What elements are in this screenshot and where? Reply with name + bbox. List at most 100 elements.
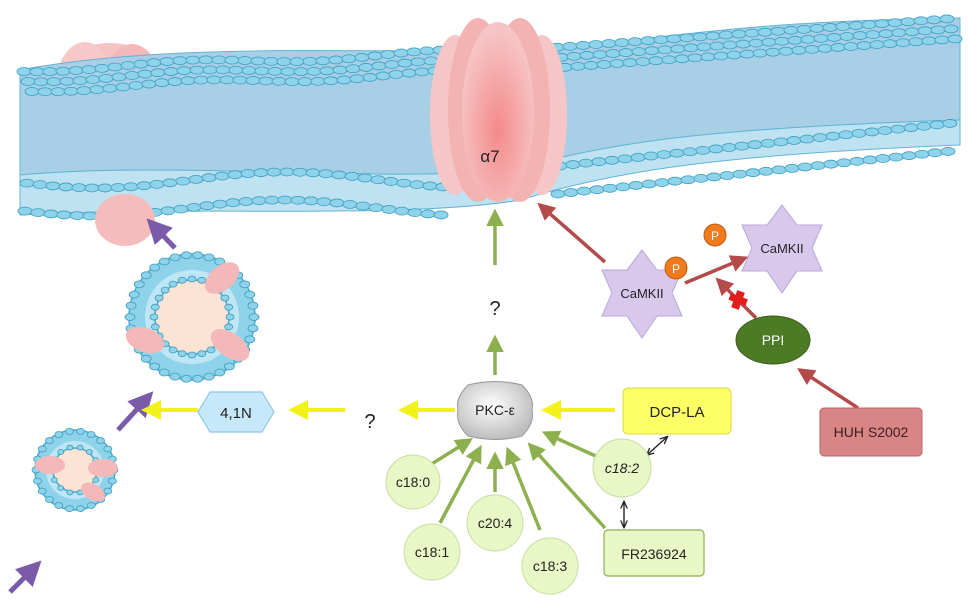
lipid-head bbox=[852, 31, 868, 40]
lipid-head bbox=[592, 50, 608, 59]
lipid-head bbox=[640, 36, 656, 46]
lipid-head bbox=[748, 38, 764, 48]
lipid-head bbox=[202, 65, 218, 75]
lipid-head bbox=[396, 178, 412, 188]
lipid-head bbox=[692, 32, 708, 42]
lipid-head bbox=[111, 72, 127, 82]
lipid-head bbox=[947, 34, 963, 44]
lipid-head bbox=[149, 362, 161, 371]
lipid-head bbox=[735, 39, 751, 49]
lipid-head bbox=[397, 58, 413, 68]
protein-41n-hexagon bbox=[197, 391, 275, 433]
lipid-head bbox=[901, 151, 917, 161]
red-arrow-camkii bbox=[537, 202, 607, 264]
lipid-head bbox=[225, 198, 241, 208]
lipid-head bbox=[713, 51, 729, 61]
lipid-head bbox=[271, 76, 287, 86]
lipid-head bbox=[757, 27, 773, 37]
lipid-head bbox=[159, 57, 175, 66]
lipid-head bbox=[303, 196, 319, 206]
lipid-head bbox=[657, 45, 673, 55]
lipid-head bbox=[50, 87, 66, 97]
lipid-head bbox=[316, 197, 332, 207]
lipid-head bbox=[641, 179, 657, 189]
fatty-acid-c18-3-label: c18:3 bbox=[533, 558, 567, 574]
lipid-head bbox=[890, 124, 906, 134]
lipid-head bbox=[177, 350, 187, 358]
lipid-head bbox=[149, 313, 159, 321]
lipid-head bbox=[244, 335, 256, 344]
lipid-head bbox=[799, 134, 815, 144]
lipid-head bbox=[903, 123, 919, 133]
lipid-head bbox=[189, 65, 205, 75]
green-arrow-c181 bbox=[438, 444, 482, 524]
lipid-head bbox=[407, 208, 423, 218]
lipid-head bbox=[43, 209, 59, 219]
lipid-head bbox=[86, 502, 96, 509]
lipid-head bbox=[297, 77, 313, 87]
lipid-head bbox=[375, 71, 391, 81]
lipid-head bbox=[215, 65, 231, 75]
lipid-head bbox=[46, 77, 62, 87]
lipid-head bbox=[420, 209, 436, 219]
lipid-head bbox=[186, 202, 202, 212]
lipid-head bbox=[245, 76, 261, 85]
lipid-head bbox=[414, 67, 430, 77]
lipid-head bbox=[329, 198, 345, 208]
lipid-head bbox=[835, 22, 851, 31]
lipid-head bbox=[251, 196, 267, 206]
lipid-head bbox=[168, 280, 178, 288]
lipid-head bbox=[258, 76, 274, 86]
lipid-head bbox=[98, 73, 114, 83]
purple-arrow-2 bbox=[116, 391, 154, 432]
lipid-head bbox=[279, 167, 295, 177]
lipid-head bbox=[679, 33, 695, 43]
lipid-head bbox=[838, 130, 854, 140]
lipid-head bbox=[861, 20, 877, 30]
lipid-head bbox=[700, 52, 716, 62]
lipid-head bbox=[37, 445, 47, 453]
lipid-head bbox=[630, 153, 646, 162]
lipid-head bbox=[150, 68, 166, 78]
lipid-head bbox=[123, 182, 139, 192]
lipid-head bbox=[76, 444, 84, 451]
lipid-head bbox=[173, 204, 189, 214]
lipid-head bbox=[900, 17, 916, 27]
lipid-head bbox=[731, 29, 747, 39]
lipid-head bbox=[791, 45, 807, 55]
lipid-head bbox=[250, 56, 266, 66]
lipid-head bbox=[341, 54, 357, 64]
lipid-head bbox=[332, 65, 348, 75]
lipid-head bbox=[674, 54, 690, 64]
lipid-head bbox=[563, 188, 579, 197]
fatty-acid-c18-2-label: c18:2 bbox=[605, 460, 639, 476]
lipid-head bbox=[302, 56, 318, 66]
lipid-head bbox=[71, 183, 87, 193]
lipid-head bbox=[57, 485, 65, 491]
lipid-head bbox=[709, 41, 725, 51]
lipid-head bbox=[680, 175, 696, 185]
lipid-head bbox=[410, 57, 426, 67]
question-mark-left: ? bbox=[364, 411, 375, 433]
lipid-head bbox=[277, 195, 293, 205]
lipid-head bbox=[29, 67, 45, 77]
lipid-head bbox=[124, 71, 140, 80]
lipid-head bbox=[388, 70, 404, 79]
lipid-head bbox=[693, 173, 709, 183]
fr236924-label: FR236924 bbox=[621, 546, 687, 562]
lipid-head bbox=[843, 42, 859, 51]
lipid-head bbox=[670, 44, 686, 54]
lipid-head bbox=[370, 175, 386, 185]
lipid-head bbox=[150, 323, 160, 331]
lipid-head bbox=[706, 172, 722, 182]
lipid-head bbox=[248, 313, 260, 321]
lipid-head bbox=[33, 77, 49, 87]
lipid-head bbox=[669, 148, 685, 158]
lipid-head bbox=[851, 128, 867, 138]
lipid-head bbox=[120, 61, 136, 70]
lipid-head bbox=[562, 41, 578, 51]
lipid-head bbox=[635, 57, 651, 67]
lipid-head bbox=[718, 30, 734, 40]
lipid-head bbox=[943, 24, 959, 34]
lipid-head bbox=[84, 183, 100, 193]
